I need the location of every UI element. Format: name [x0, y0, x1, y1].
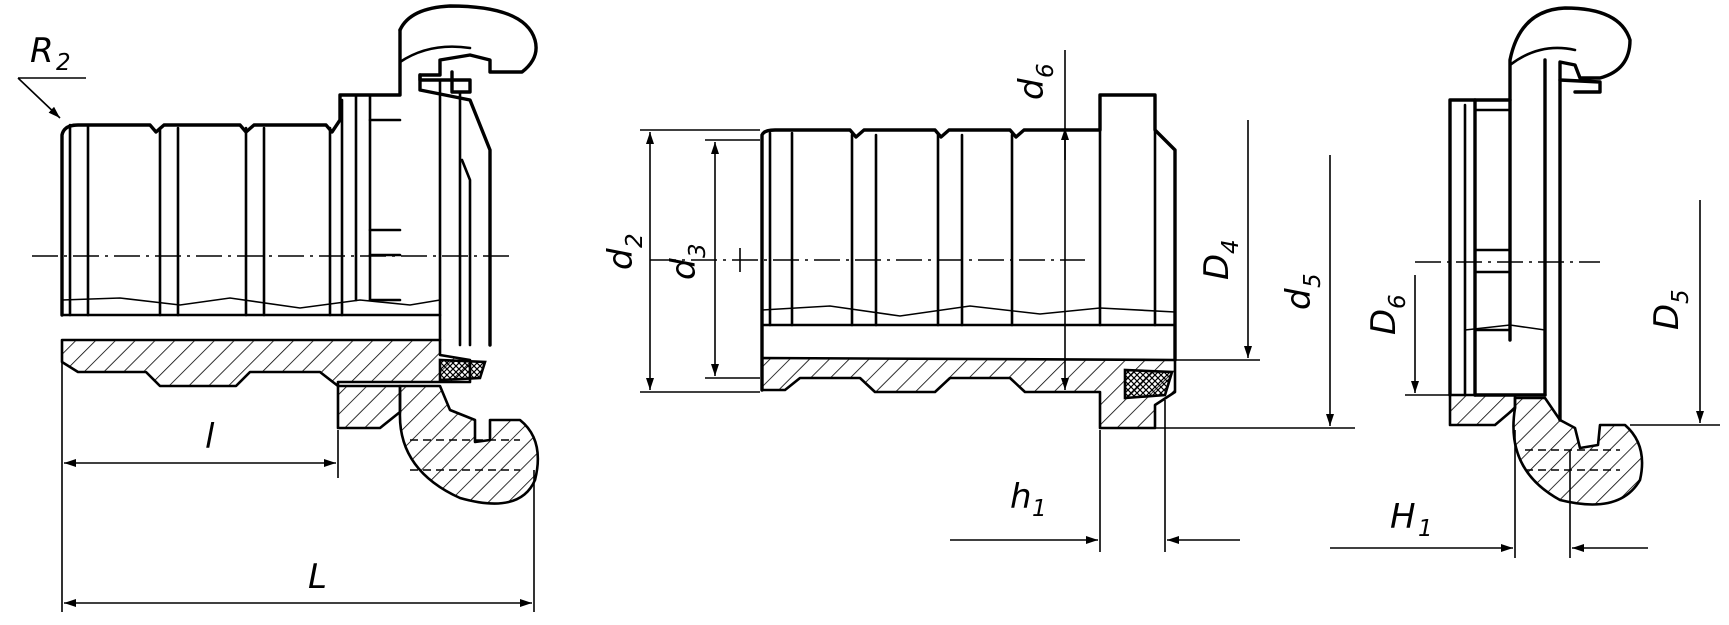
label-d3: d 3	[664, 243, 711, 280]
svg-text:6: 6	[1033, 63, 1059, 78]
head-section	[398, 384, 540, 505]
svg-text:D: D	[1197, 254, 1237, 280]
head-body	[398, 4, 538, 94]
svg-text:5: 5	[1668, 289, 1694, 304]
shank-ribs	[68, 93, 402, 317]
view-right-head: D 6 D 5 H 1	[1330, 6, 1720, 558]
label-H-sub: 1	[1418, 516, 1433, 542]
shank-outline	[60, 28, 402, 317]
seal-ring	[438, 358, 487, 382]
svg-text:5: 5	[1300, 273, 1326, 288]
svg-text:2: 2	[622, 233, 648, 248]
label-d6: d 6	[1012, 63, 1059, 100]
svg-text:D: D	[1647, 304, 1687, 330]
shank2-ribs	[768, 128, 1157, 327]
label-R: R	[30, 31, 54, 71]
r2-leader	[17, 77, 86, 118]
shank2-outline	[760, 93, 1177, 392]
head3-ring-section	[1448, 393, 1517, 427]
view-middle-shank: d 2 d 3 d 6 D 4 d 5	[601, 50, 1355, 552]
label-h: h	[1010, 477, 1032, 517]
label-d5: d 5	[1279, 273, 1326, 310]
dim-l-extension	[61, 350, 339, 612]
svg-text:d: d	[1279, 288, 1319, 310]
label-h-sub: 1	[1032, 496, 1047, 522]
label-D6: D 6	[1364, 294, 1411, 335]
head3-section	[1512, 396, 1644, 506]
svg-text:D: D	[1364, 309, 1404, 335]
shank2-wall-section	[760, 356, 1177, 430]
nut-ring-section	[336, 384, 402, 430]
svg-text:6: 6	[1385, 294, 1411, 309]
svg-text:d: d	[1012, 78, 1052, 100]
svg-text:d: d	[664, 258, 704, 280]
label-D4: D 4	[1197, 239, 1244, 280]
label-d2: d 2	[601, 233, 648, 270]
svg-text:d: d	[601, 248, 641, 270]
label-l: l	[205, 417, 215, 457]
label-H: H	[1390, 497, 1416, 537]
shank-wall-section	[60, 338, 472, 388]
seal-ring-2	[1123, 368, 1174, 400]
svg-text:3: 3	[685, 243, 711, 258]
head3-outline	[1448, 98, 1477, 397]
svg-text:4: 4	[1218, 239, 1244, 254]
label-R-sub: 2	[56, 50, 71, 76]
label-D5: D 5	[1647, 289, 1694, 330]
label-L: L	[308, 557, 327, 597]
view-left-coupling: R 2 l L	[17, 4, 540, 612]
